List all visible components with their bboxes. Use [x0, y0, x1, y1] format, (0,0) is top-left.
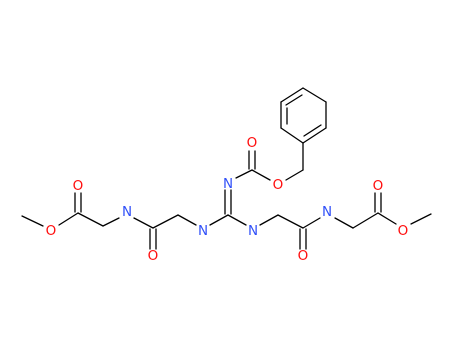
bond-n-carbamate-c — [235, 169, 253, 179]
bond-n-amide-c-left — [133, 217, 154, 229]
bond-nh-guanidine-c-left — [209, 214, 229, 226]
ring-bond-6 — [280, 127, 304, 144]
atom-o-ester-right-ether: O — [398, 223, 409, 239]
atom-o-ester-left-ether: O — [46, 223, 57, 239]
bond-amide-c-n-right — [302, 217, 321, 229]
bond-ch2-ester-c-right — [352, 212, 379, 229]
atom-o-amide-right: O — [298, 248, 309, 264]
bond-guanidine-c-nh-right — [227, 214, 247, 226]
ring-bond-4 — [280, 87, 304, 103]
bond-o-carbonyl-left — [58, 212, 79, 226]
atom-labels: O O N O N N N O O O N O O — [46, 135, 409, 264]
bond-nh-ch2-right — [259, 214, 279, 226]
bond-n-ch2-right — [334, 217, 354, 229]
bond-ch2-n-left — [102, 217, 120, 227]
atom-o-ester-left-carbonyl: O — [73, 178, 84, 194]
ring-inner-bond-1 — [303, 124, 322, 137]
atom-n-glycine-right: N — [248, 223, 258, 239]
ring-bond-3 — [302, 87, 327, 103]
bond-ester-c-ch2-left — [77, 212, 104, 227]
atom-o-carbamate-ether: O — [273, 177, 284, 193]
bond-o-benzyl-ch2 — [285, 169, 304, 181]
bond-ester-c-o-right — [377, 212, 397, 225]
atom-n-amide-right: N — [322, 204, 332, 220]
bond-amide-c-ch2-left — [152, 214, 179, 229]
bond-methyl-o-left — [21, 215, 44, 227]
ring-bond-1 — [302, 127, 327, 144]
bond-o-methyl-right — [410, 213, 432, 225]
atom-o-carbamate-carbonyl: O — [247, 135, 258, 151]
atom-o-ester-right-carbonyl: O — [373, 178, 384, 194]
bond-ch2-amide-c-right — [277, 214, 304, 229]
bond-ch2-nh-left — [177, 214, 197, 226]
bonds — [21, 87, 432, 250]
atom-n-glycine-left: N — [198, 223, 208, 239]
atom-o-amide-left: O — [148, 248, 159, 264]
ring-inner-bond-2 — [285, 94, 303, 106]
atom-n-amide-left: N — [122, 204, 132, 220]
bond-carbamate-c-o-ether — [251, 169, 271, 181]
atom-n-imine: N — [223, 176, 233, 192]
